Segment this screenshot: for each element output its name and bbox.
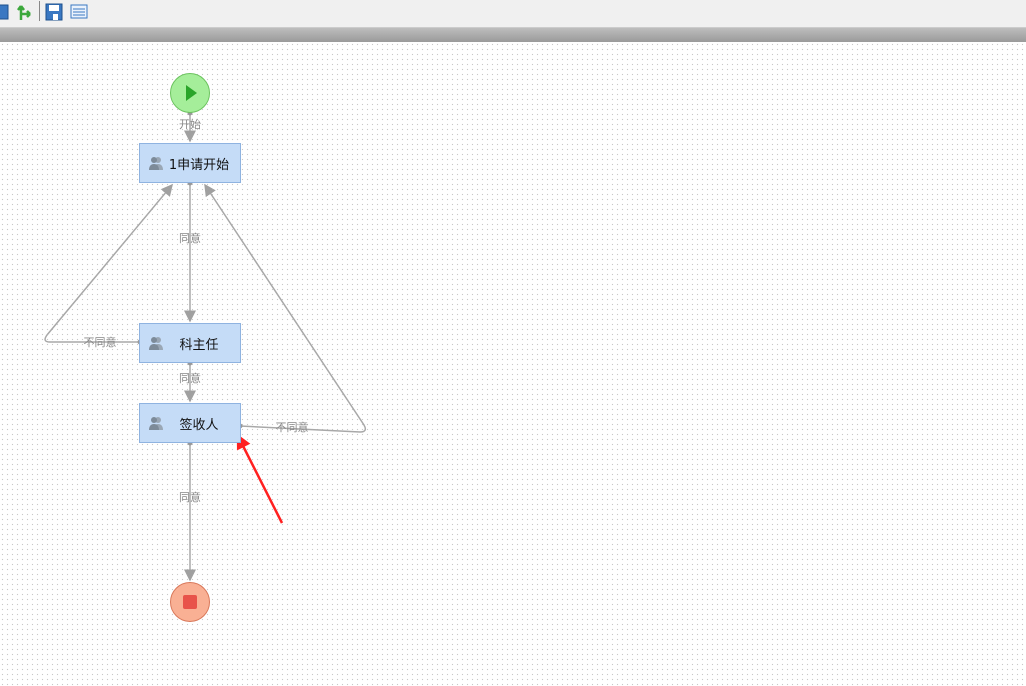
toolbar [0,0,1026,28]
task-node-apply-start[interactable]: 1申请开始 [139,143,241,183]
task-label: 科主任 [179,337,219,353]
edge-label: 同意 [179,372,201,385]
stop-icon [183,595,197,609]
users-icon [149,337,163,350]
header-band [0,28,1026,42]
annotation-arrow [236,433,284,524]
edge-task2-task1[interactable] [44,183,173,343]
task-node-receiver[interactable]: 签收人 [139,403,241,443]
list-icon[interactable] [70,3,88,21]
task-node-section-chief[interactable]: 科主任 [139,323,241,363]
task-label: 签收人 [179,417,219,433]
edge-label: 不同意 [275,421,309,434]
edge-label: 同意 [179,232,201,245]
save-icon[interactable] [45,3,63,21]
toolbar-separator [39,1,40,21]
edge-label: 开始 [179,118,201,131]
edge-label: 不同意 [83,336,117,349]
users-icon [149,157,163,170]
task-label: 1申请开始 [168,157,230,173]
edge-label: 同意 [179,491,201,504]
play-icon [186,85,197,101]
save-icon[interactable] [0,3,10,21]
flow-icon[interactable] [16,3,34,21]
users-icon [149,417,163,430]
edge-task3-task1[interactable] [204,183,367,433]
